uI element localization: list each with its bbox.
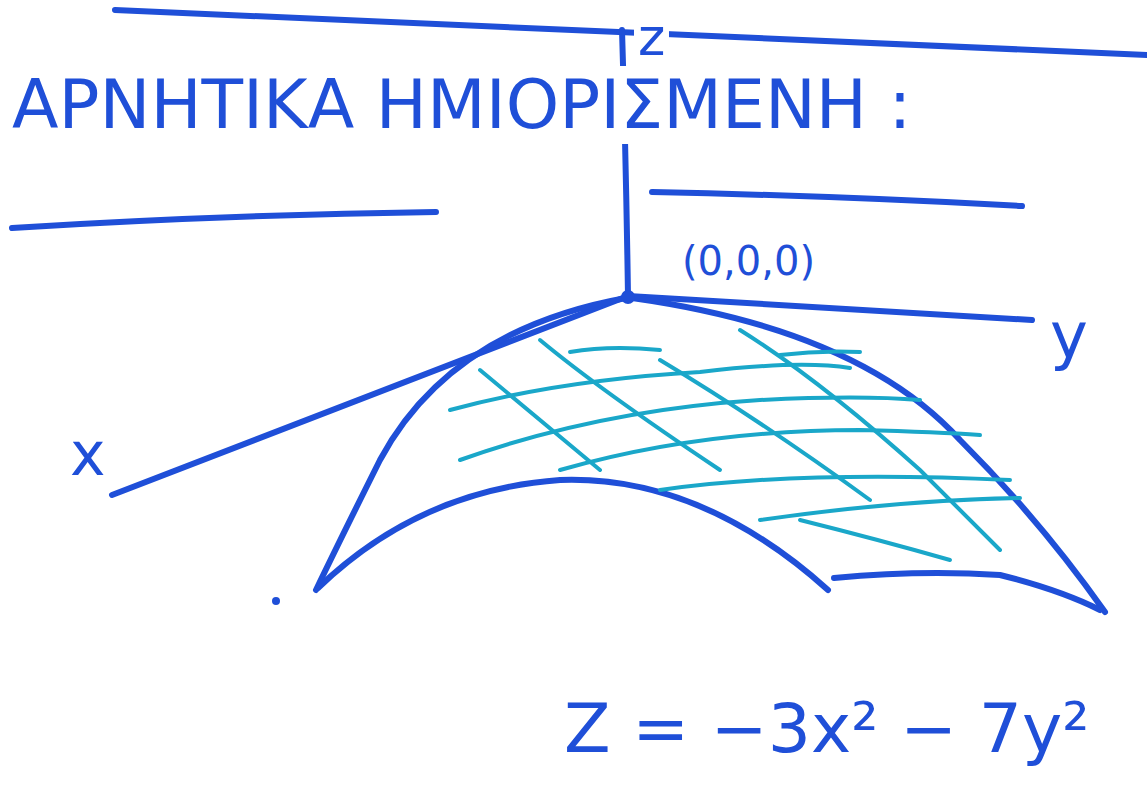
grid-line (660, 477, 1010, 490)
underline (652, 192, 1022, 206)
heading: ΑΡΝΗΤΙΚΑ ΗΜΙΟΡΙΣΜΕΝΗ : (8, 66, 915, 144)
grid-line (570, 348, 660, 352)
grid-line (660, 360, 870, 500)
grid-line (780, 351, 860, 355)
grid-line (450, 365, 850, 410)
underline (12, 212, 436, 228)
axis-label: x (66, 420, 110, 489)
grid-line (560, 430, 980, 470)
grid-line (740, 330, 1000, 550)
grid-line (540, 340, 720, 470)
dot (272, 597, 280, 605)
axis-label: z (634, 8, 669, 68)
rule-line (115, 10, 1147, 55)
surface-edge (316, 298, 626, 590)
x-axis (112, 296, 628, 495)
axis-label: y (1046, 300, 1092, 374)
surface-edge (834, 573, 1100, 610)
grid-line (800, 520, 950, 560)
surface-edge (318, 480, 828, 590)
equation: Z = −3x² − 7y² (560, 690, 1094, 768)
grid-line (480, 370, 600, 470)
point-label: (0,0,0) (678, 238, 819, 284)
grid-line (760, 498, 1020, 520)
origin-dot (621, 290, 635, 304)
surface-edge (632, 298, 1105, 612)
